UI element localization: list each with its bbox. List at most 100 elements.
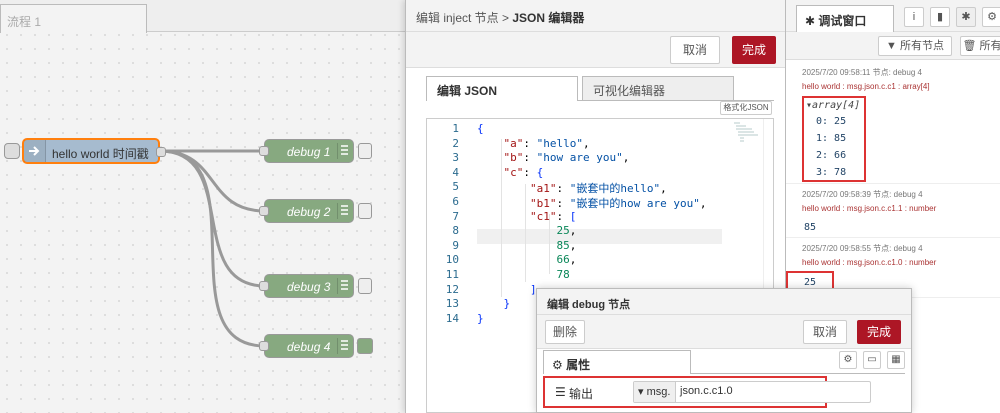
list-icon bbox=[337, 203, 351, 219]
output-value: json.c.c1.0 bbox=[680, 385, 733, 397]
tab-debug[interactable]: ✱ 调试窗口 bbox=[796, 5, 894, 33]
debug-node-3[interactable]: debug 3 bbox=[259, 274, 354, 298]
output-type-select[interactable]: ▾ msg. bbox=[634, 382, 676, 402]
bug-icon: ✱ bbox=[805, 14, 816, 28]
code-line: { bbox=[477, 122, 484, 135]
code-line: "b1": "嵌套中的how are you", bbox=[529, 197, 707, 210]
message-path: hello world : msg.json.c.c1 : array[4] bbox=[802, 82, 930, 91]
cancel-button[interactable]: 取消 bbox=[670, 36, 720, 64]
code-line: } bbox=[477, 311, 484, 325]
current-line-highlight bbox=[477, 229, 722, 244]
message-meta: 2025/7/20 09:58:39 节点: debug 4 bbox=[802, 190, 923, 199]
page-title: JSON 编辑器 bbox=[512, 11, 585, 25]
debug-input-port[interactable] bbox=[259, 281, 269, 291]
code-line: 78 bbox=[556, 268, 570, 281]
array-item: 1: 85 bbox=[816, 133, 847, 144]
tab-edit-json[interactable]: 编辑 JSON bbox=[426, 76, 578, 101]
list-icon bbox=[337, 338, 351, 354]
tab-properties[interactable]: ⚙ 属性 bbox=[543, 350, 691, 374]
line-number: 11 bbox=[445, 268, 459, 281]
code-minimap[interactable] bbox=[732, 121, 762, 145]
json-editor-breadcrumb: 编辑 inject 节点 > JSON 编辑器 bbox=[406, 0, 786, 32]
debug-node-2[interactable]: debug 2 bbox=[259, 199, 354, 223]
debug-message[interactable]: 2025/7/20 09:58:11 节点: debug 4 hello wor… bbox=[786, 62, 1000, 184]
gear-icon[interactable]: ⚙ bbox=[839, 351, 857, 369]
debug-input-port[interactable] bbox=[259, 146, 269, 156]
wire-debug-4 bbox=[159, 149, 266, 348]
message-meta: 2025/7/20 09:58:11 节点: debug 4 bbox=[802, 68, 922, 77]
done-button[interactable]: 完成 bbox=[732, 36, 776, 64]
inject-trigger-button[interactable] bbox=[4, 143, 20, 159]
trash-icon: 🗑 bbox=[962, 40, 977, 52]
debug-node-label: debug 3 bbox=[287, 280, 331, 294]
code-line: "c1": [ bbox=[529, 209, 577, 223]
file-icon[interactable]: ▭ bbox=[863, 351, 881, 369]
breadcrumb-parent[interactable]: 编辑 inject 节点 > bbox=[416, 11, 510, 25]
info-icon[interactable]: i bbox=[904, 7, 924, 27]
filter-label: 所有节点 bbox=[899, 40, 944, 52]
gear-icon: ⚙ bbox=[552, 358, 563, 372]
array-toggle[interactable]: ▾array[4] bbox=[806, 100, 861, 111]
debug-node-4[interactable]: debug 4 bbox=[259, 334, 354, 358]
code-line: "a": "hello", bbox=[503, 136, 590, 150]
book-icon[interactable]: ▮ bbox=[930, 7, 950, 27]
line-number: 1 bbox=[452, 122, 459, 135]
line-gutter bbox=[427, 119, 467, 412]
tab-flow-1[interactable]: 流程 1 bbox=[0, 4, 147, 33]
code-line: } bbox=[503, 297, 511, 311]
debug-toggle-button[interactable] bbox=[358, 203, 372, 219]
editor-scrollbar[interactable] bbox=[763, 119, 773, 412]
code-line: ] bbox=[529, 282, 537, 296]
debug-input-port[interactable] bbox=[259, 206, 269, 216]
json-editor-button-bar: 取消 完成 bbox=[406, 32, 786, 68]
debug-message[interactable]: 2025/7/20 09:58:39 节点: debug 4 hello wor… bbox=[786, 184, 1000, 238]
debug-editor-tray: 编辑 debug 节点 删除 取消 完成 ⚙ 属性 ⚙ ▭ ▦ ☰ 输出 ▾ m… bbox=[536, 288, 912, 413]
line-number: 9 bbox=[452, 238, 459, 252]
code-line: "c": { bbox=[503, 165, 544, 179]
line-number: 5 bbox=[452, 180, 459, 194]
list-icon: ☰ bbox=[555, 385, 566, 399]
debug-toolbar: ▼ 所有节点 🗑 所有 bbox=[786, 32, 1000, 60]
flow-tab-bar: 流程 1 bbox=[0, 0, 405, 33]
code-line: 66, bbox=[556, 253, 577, 267]
debug-editor-title: 编辑 debug 节点 bbox=[537, 289, 911, 315]
debug-editor-button-bar: 删除 取消 完成 bbox=[537, 315, 911, 349]
debug-toggle-button[interactable] bbox=[357, 338, 373, 354]
code-line: 25, bbox=[556, 224, 577, 238]
done-button[interactable]: 完成 bbox=[857, 320, 901, 344]
inject-node[interactable]: hello world 时间戳 bbox=[22, 138, 166, 164]
debug-tab-label: 调试窗口 bbox=[818, 14, 867, 28]
output-type-label: msg. bbox=[646, 386, 671, 398]
sidebar-tab-bar: ✱ 调试窗口 i ▮ ✱ ⚙ bbox=[786, 0, 1000, 33]
format-json-button[interactable]: 格式化JSON bbox=[720, 101, 772, 115]
wires bbox=[159, 149, 266, 348]
debug-toggle-button[interactable] bbox=[358, 278, 372, 294]
output-label: 输出 bbox=[569, 387, 594, 401]
code-line: "b": "how are you", bbox=[503, 151, 630, 165]
debug-node-1[interactable]: debug 1 bbox=[259, 139, 354, 163]
message-meta: 2025/7/20 09:58:55 节点: debug 4 bbox=[802, 244, 923, 253]
line-number: 14 bbox=[445, 311, 459, 325]
delete-button[interactable]: 删除 bbox=[545, 320, 585, 344]
chevron-down-icon: ▾ bbox=[638, 386, 644, 398]
tab-divider bbox=[426, 100, 774, 101]
flow-workspace[interactable]: 流程 1 hello world 时间戳 debug 1 debug 2 deb… bbox=[0, 0, 405, 413]
layout-icon[interactable]: ▦ bbox=[887, 351, 905, 369]
message-path: hello world : msg.json.c.c1.0 : number bbox=[802, 258, 937, 267]
line-number: 10 bbox=[445, 253, 459, 267]
arrow-in-icon bbox=[24, 140, 46, 162]
inject-output-port[interactable] bbox=[156, 147, 166, 157]
clear-messages-button[interactable]: 🗑 所有 bbox=[960, 36, 1000, 56]
gear-icon[interactable]: ⚙ bbox=[982, 7, 1000, 27]
tab-visual-editor[interactable]: 可视化编辑器 bbox=[582, 76, 734, 100]
line-number: 12 bbox=[445, 282, 459, 296]
debug-input-port[interactable] bbox=[259, 341, 269, 351]
indent-guide bbox=[525, 184, 526, 282]
output-typed-input[interactable]: ▾ msg. json.c.c1.0 bbox=[633, 381, 871, 403]
bug-icon[interactable]: ✱ bbox=[956, 7, 976, 27]
cancel-button[interactable]: 取消 bbox=[803, 320, 847, 344]
debug-toggle-button[interactable] bbox=[358, 143, 372, 159]
filter-nodes-button[interactable]: ▼ 所有节点 bbox=[878, 36, 952, 56]
line-number: 8 bbox=[452, 224, 459, 238]
array-item: 2: 66 bbox=[816, 150, 847, 161]
